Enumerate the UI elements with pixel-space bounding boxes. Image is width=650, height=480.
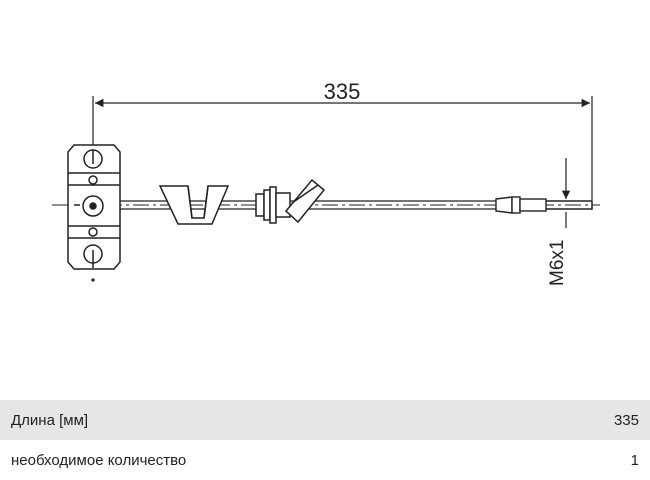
length-dimension-value: 335: [324, 79, 361, 104]
threaded-end-fitting: [495, 196, 593, 214]
spec-row-quantity: необходимое количество 1: [0, 440, 650, 480]
spec-value: 1: [630, 451, 639, 469]
spec-value: 335: [613, 411, 639, 429]
spec-label: Длина [мм]: [11, 411, 89, 429]
cable-sleeve: [255, 178, 326, 224]
length-dimension: 335: [92, 79, 593, 210]
mounting-bracket: [67, 144, 121, 282]
cable-drawing: 335: [52, 79, 600, 286]
thread-dimension: M6x1: [547, 158, 571, 286]
thread-size-label: M6x1: [547, 240, 568, 286]
spec-row-length: Длина [мм] 335: [0, 400, 650, 440]
cable-clip: [158, 185, 230, 225]
spec-table: Длина [мм] 335 необходимое количество 1: [0, 400, 650, 480]
spec-label: необходимое количество: [11, 451, 187, 469]
